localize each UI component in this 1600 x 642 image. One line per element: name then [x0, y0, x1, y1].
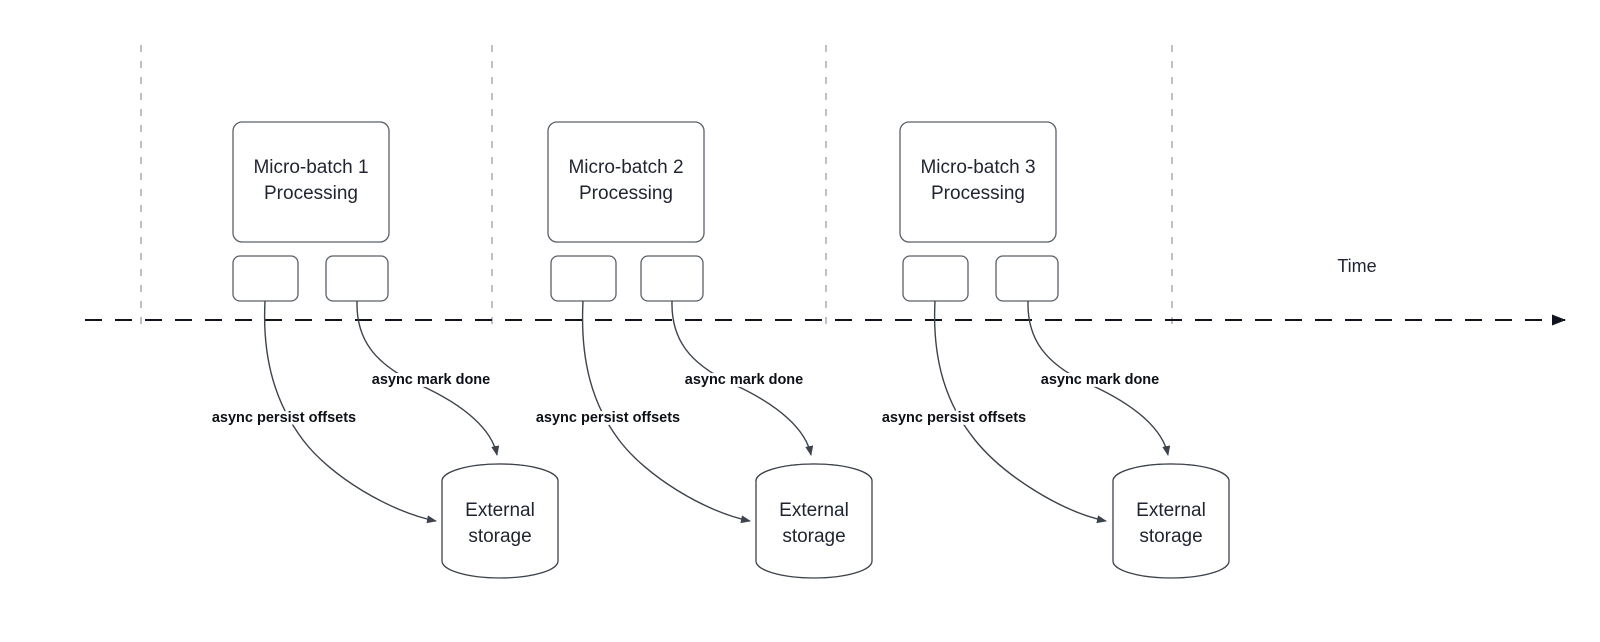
external-storage-2[interactable]: External storage [755, 463, 873, 579]
micro-batch-box-3[interactable]: Micro-batch 3 Processing [899, 121, 1057, 243]
external-storage-3[interactable]: External storage [1112, 463, 1230, 579]
micro-batch-box-1[interactable]: Micro-batch 1 Processing [232, 121, 390, 243]
micro-batch-box-2[interactable]: Micro-batch 2 Processing [547, 121, 705, 243]
storage-label-line1: External [779, 500, 849, 521]
storage-label-line1: External [1136, 500, 1206, 521]
async-mark-done-edge-label-2: async mark done [685, 372, 803, 388]
async-mark-done-edge-label-halo-2: async mark done [685, 372, 803, 388]
storage-cylinder-top-ellipse [1112, 463, 1230, 482]
async-persist-offsets-edge-label-halo-2: async persist offsets [536, 410, 680, 426]
async-persist-offsets-edge-2 [581, 300, 751, 524]
async-mark-done-edge-2 [671, 300, 814, 456]
time-axis-label: Time [1337, 256, 1376, 276]
async-persist-offsets-edge-1 [263, 300, 437, 524]
micro-batch-box-shape [899, 121, 1057, 243]
persist-offsets-task-1[interactable] [232, 255, 299, 302]
micro-batch-label-line2: Processing [931, 183, 1025, 204]
mark-done-task-2[interactable] [640, 255, 704, 302]
async-persist-offsets-edge-label-2: async persist offsets [536, 410, 680, 426]
micro-batch-label-line1: Micro-batch 3 [920, 157, 1035, 178]
storage-label-line1: External [465, 500, 535, 521]
storage-cylinder-top-ellipse [441, 463, 559, 482]
micro-batch-label-line2: Processing [264, 183, 358, 204]
persist-offsets-task-3[interactable] [902, 255, 969, 302]
async-mark-done-edge-3 [1027, 300, 1171, 456]
persist-offsets-task-2[interactable] [550, 255, 617, 302]
async-persist-offsets-edge-label-1: async persist offsets [212, 410, 356, 426]
async-mark-done-edge-1 [356, 300, 500, 456]
micro-batch-box-shape [547, 121, 705, 243]
micro-batch-label-line1: Micro-batch 1 [253, 157, 368, 178]
external-storage-1[interactable]: External storage [441, 463, 559, 579]
async-mark-done-edge-label-halo-1: async mark done [372, 372, 490, 388]
storage-cylinder-top-ellipse [755, 463, 873, 482]
micro-batch-label-line2: Processing [579, 183, 673, 204]
mark-done-task-1[interactable] [325, 255, 389, 302]
storage-label-line2: storage [468, 526, 531, 547]
micro-batch-box-shape [232, 121, 390, 243]
micro-batch-label-line1: Micro-batch 2 [568, 157, 683, 178]
async-mark-done-edge-label-1: async mark done [372, 372, 490, 388]
async-persist-offsets-edge-label-halo-3: async persist offsets [882, 410, 1026, 426]
async-persist-offsets-edge-label-halo-1: async persist offsets [212, 410, 356, 426]
storage-label-line2: storage [1139, 526, 1202, 547]
async-persist-offsets-edge-3 [933, 300, 1107, 524]
async-persist-offsets-edge-label-3: async persist offsets [882, 410, 1026, 426]
async-mark-done-edge-label-3: async mark done [1041, 372, 1159, 388]
storage-label-line2: storage [782, 526, 845, 547]
mark-done-task-3[interactable] [995, 255, 1059, 302]
async-mark-done-edge-label-halo-3: async mark done [1041, 372, 1159, 388]
